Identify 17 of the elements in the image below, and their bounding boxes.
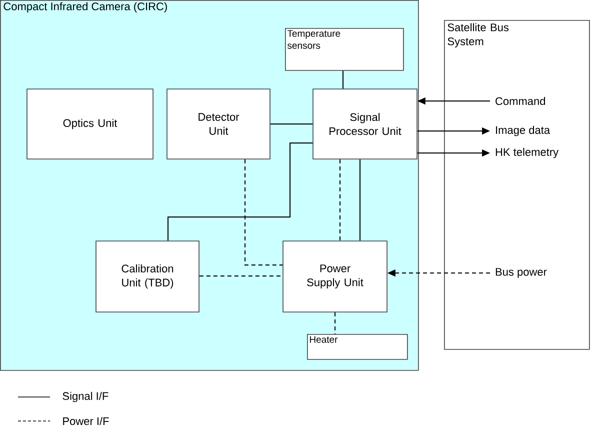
connector-line bbox=[244, 158, 284, 266]
signal-label: Command bbox=[496, 96, 546, 106]
connector-line bbox=[334, 312, 336, 334]
unit-box: Power Supply Unit bbox=[282, 240, 388, 312]
heater-box: Heater bbox=[307, 334, 408, 360]
signal-label: HK telemetry bbox=[496, 148, 559, 158]
sensor-box: Temperature sensors bbox=[285, 28, 404, 71]
connector-line bbox=[168, 142, 314, 242]
unit-box: Calibration Unit (TBD) bbox=[96, 240, 200, 312]
connector-line bbox=[342, 70, 344, 90]
unit-box: Signal Processor Unit bbox=[312, 88, 418, 160]
unit-box: Optics Unit bbox=[26, 88, 154, 160]
unit-box: Detector Unit bbox=[166, 88, 270, 160]
legend-label: Signal I/F bbox=[62, 392, 108, 402]
signal-label: Bus power bbox=[496, 268, 547, 278]
legend-label: Power I/F bbox=[63, 416, 109, 426]
signal-label: Image data bbox=[496, 126, 550, 136]
